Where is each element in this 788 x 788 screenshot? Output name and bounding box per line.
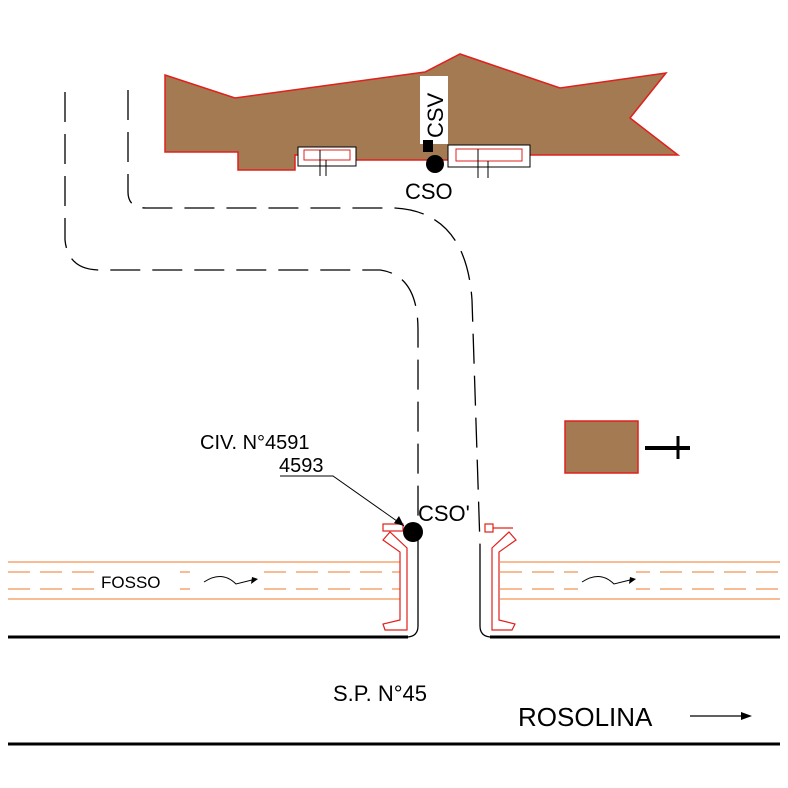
- cso-prime-junction-icon: [403, 522, 423, 542]
- cso-prime-label: CSO': [418, 501, 470, 526]
- driveway: [64, 90, 481, 546]
- main-building: CSV: [164, 53, 681, 178]
- fosso-label: FOSSO: [101, 573, 161, 592]
- entrance-steps-right: [447, 144, 531, 178]
- entrance-steps-left: [297, 146, 357, 176]
- road-label: S.P. N°45: [333, 681, 427, 706]
- civic-leader-line: [280, 475, 405, 527]
- csv-marker: [423, 140, 433, 152]
- driveway-crossing: [407, 545, 491, 638]
- csv-label: CSV: [423, 92, 448, 138]
- driveway-edge-outer: [64, 92, 419, 545]
- road-edges: [8, 635, 780, 746]
- fosso-label-bg: [98, 571, 180, 591]
- direction-label: ROSOLINA: [518, 702, 653, 732]
- cso-junction-icon: [426, 155, 444, 173]
- culvert-headwall-left: [382, 523, 408, 631]
- flow-arrow-icon: [578, 571, 636, 591]
- flow-arrow-icon: [200, 571, 258, 591]
- civic-number-line2: 4593: [279, 455, 324, 477]
- culvert-headwall-right: [484, 523, 517, 631]
- ditch-right: [500, 561, 780, 600]
- driveway-edge-inner: [127, 90, 481, 546]
- annex-building: [564, 420, 690, 474]
- cso-label: CSO: [405, 179, 453, 204]
- annex-building-shape: [564, 420, 639, 474]
- arrow-right-icon: [690, 712, 752, 720]
- civic-number-line1: CIV. N°4591: [200, 432, 310, 454]
- csv-label-box: [420, 76, 448, 144]
